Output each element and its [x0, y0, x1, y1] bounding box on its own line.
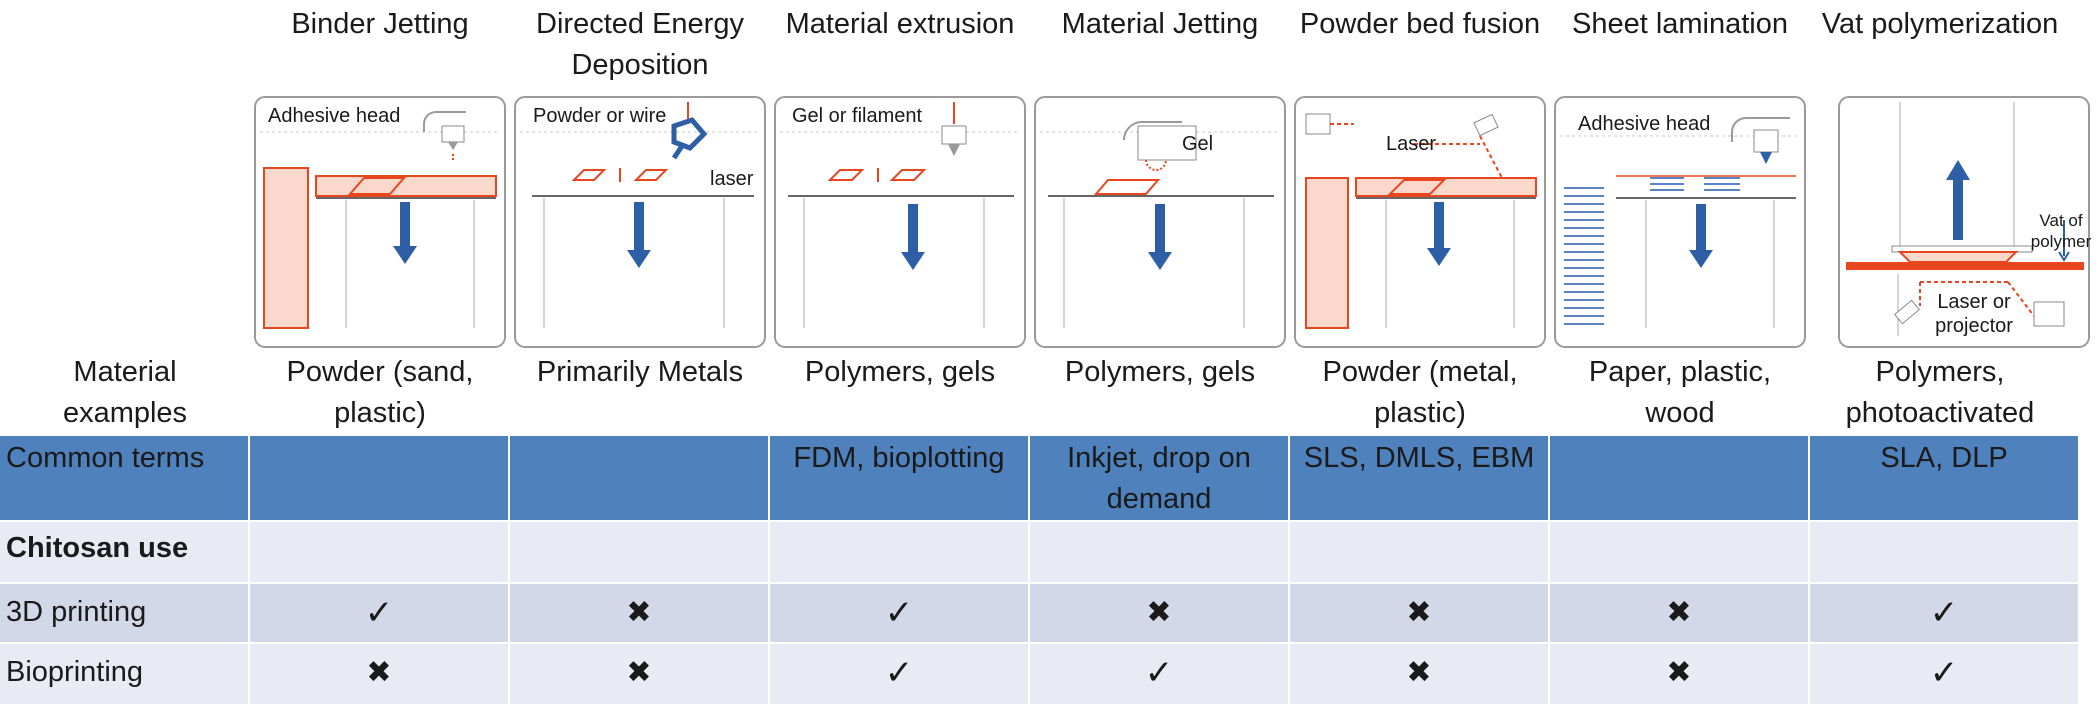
material-sheet-lamination: Paper, plastic, wood	[1588, 356, 1772, 429]
cross-mark: ✖	[1666, 596, 1692, 629]
label-laser: laser	[710, 168, 754, 190]
cross-mark: ✖	[1666, 656, 1692, 689]
cell-bio-vat: ✓	[1810, 644, 2080, 706]
process-title-sheet-lamination: Sheet lamination	[1571, 8, 1789, 40]
label-gel-or-filament: Gel or filament	[792, 105, 923, 127]
label-vat-of-polymer: Vat of polymer	[2030, 211, 2092, 251]
cell-chitosan-5	[1290, 522, 1550, 584]
label-laser-or-projector: Laser or projector	[1935, 291, 2013, 337]
common-terms-ded	[510, 436, 768, 438]
cell-common-terms-extrusion: FDM, bioplotting	[770, 436, 1030, 522]
cross-mark: ✖	[1406, 596, 1432, 629]
material-vat-polymerization: Polymers, photoactivated	[1845, 356, 2035, 429]
cell-bio-jetting: ✓	[1030, 644, 1290, 706]
cell-bio-pbf: ✖	[1290, 644, 1550, 706]
common-terms-jetting: Inkjet, drop on demand	[1067, 442, 1251, 515]
cell-bio-sheet: ✖	[1550, 644, 1810, 706]
material-material-extrusion: Polymers, gels	[804, 356, 996, 388]
cell-bio-extrusion: ✓	[770, 644, 1030, 706]
cell-common-terms-sheet	[1550, 436, 1810, 522]
cell-common-terms-label: Common terms	[0, 436, 250, 522]
check-mark: ✓	[1929, 654, 1959, 692]
cross-mark: ✖	[1406, 656, 1432, 689]
label-adhesive-head: Adhesive head	[268, 105, 401, 127]
directed-energy-deposition-diagram	[514, 96, 766, 348]
cell-bio-ded: ✖	[510, 644, 770, 706]
cell-chitosan-3	[770, 522, 1030, 584]
row-label-3d-printing: 3D printing	[6, 596, 147, 628]
check-mark: ✓	[1929, 594, 1959, 632]
vat-polymerization-diagram	[1838, 96, 2090, 348]
cell-common-terms-vat: SLA, DLP	[1810, 436, 2080, 522]
label-gel: Gel	[1182, 133, 1214, 155]
cell-chitosan-6	[1550, 522, 1810, 584]
material-binder-jetting: Powder (sand, plastic)	[286, 356, 474, 429]
binder-jetting-diagram	[254, 96, 506, 348]
check-mark: ✓	[1144, 654, 1174, 692]
cell-3d-sheet: ✖	[1550, 584, 1810, 644]
check-mark: ✓	[884, 654, 914, 692]
cell-3d-jetting: ✖	[1030, 584, 1290, 644]
material-directed-energy-deposition: Primarily Metals	[536, 356, 744, 388]
cell-common-terms-pbf: SLS, DMLS, EBM	[1290, 436, 1550, 522]
common-terms-vat: SLA, DLP	[1880, 442, 2008, 474]
cell-3d-vat: ✓	[1810, 584, 2080, 644]
cell-bioprinting-label: Bioprinting	[0, 644, 250, 706]
cell-common-terms-binder-jetting	[250, 436, 510, 522]
common-terms-pbf: SLS, DMLS, EBM	[1303, 442, 1535, 474]
label-laser-pbf: Laser	[1386, 133, 1437, 155]
process-title-powder-bed-fusion: Powder bed fusion	[1299, 8, 1541, 40]
check-mark: ✓	[364, 594, 394, 632]
cell-chitosan-2	[510, 522, 770, 584]
cell-3d-binder-jetting: ✓	[250, 584, 510, 644]
row-label-chitosan-use: Chitosan use	[6, 532, 189, 564]
material-powder-bed-fusion: Powder (metal, plastic)	[1322, 356, 1518, 429]
sheet-lamination-diagram	[1554, 96, 1806, 348]
powder-bed-fusion-diagram	[1294, 96, 1546, 348]
cell-3d-pbf: ✖	[1290, 584, 1550, 644]
cell-3d-printing-label: 3D printing	[0, 584, 250, 644]
material-material-jetting: Polymers, gels	[1064, 356, 1256, 388]
process-table: Common terms FDM, bioplotting Inkjet, dr…	[0, 436, 2080, 706]
cross-mark: ✖	[626, 596, 652, 629]
label-powder-or-wire: Powder or wire	[533, 105, 667, 127]
cell-chitosan-1	[250, 522, 510, 584]
cross-mark: ✖	[1146, 596, 1172, 629]
cell-common-terms-jetting: Inkjet, drop on demand	[1030, 436, 1290, 522]
cell-common-terms-ded	[510, 436, 770, 522]
cell-3d-ded: ✖	[510, 584, 770, 644]
label-adhesive-head-sheet: Adhesive head	[1578, 113, 1711, 135]
common-terms-binder-jetting	[250, 436, 508, 438]
row-label-bioprinting: Bioprinting	[6, 656, 144, 688]
process-title-vat-polymerization: Vat polymerization	[1821, 8, 2059, 40]
row-label-material-examples: Material examples	[62, 356, 188, 429]
cell-bio-binder-jetting: ✖	[250, 644, 510, 706]
cross-mark: ✖	[366, 656, 392, 689]
process-title-material-jetting: Material Jetting	[1061, 8, 1259, 40]
cell-chitosan-4	[1030, 522, 1290, 584]
process-title-directed-energy-deposition: Directed Energy Deposition	[536, 8, 744, 81]
cell-3d-extrusion: ✓	[770, 584, 1030, 644]
check-mark: ✓	[884, 594, 914, 632]
cross-mark: ✖	[626, 656, 652, 689]
common-terms-extrusion: FDM, bioplotting	[793, 442, 1005, 474]
common-terms-sheet	[1550, 436, 1808, 438]
process-title-material-extrusion: Material extrusion	[785, 8, 1015, 40]
process-title-binder-jetting: Binder Jetting	[291, 8, 469, 40]
material-extrusion-diagram	[774, 96, 1026, 348]
cell-chitosan-7	[1810, 522, 2080, 584]
material-jetting-diagram	[1034, 96, 1286, 348]
cell-chitosan-label: Chitosan use	[0, 522, 250, 584]
row-label-common-terms: Common terms	[6, 442, 205, 474]
